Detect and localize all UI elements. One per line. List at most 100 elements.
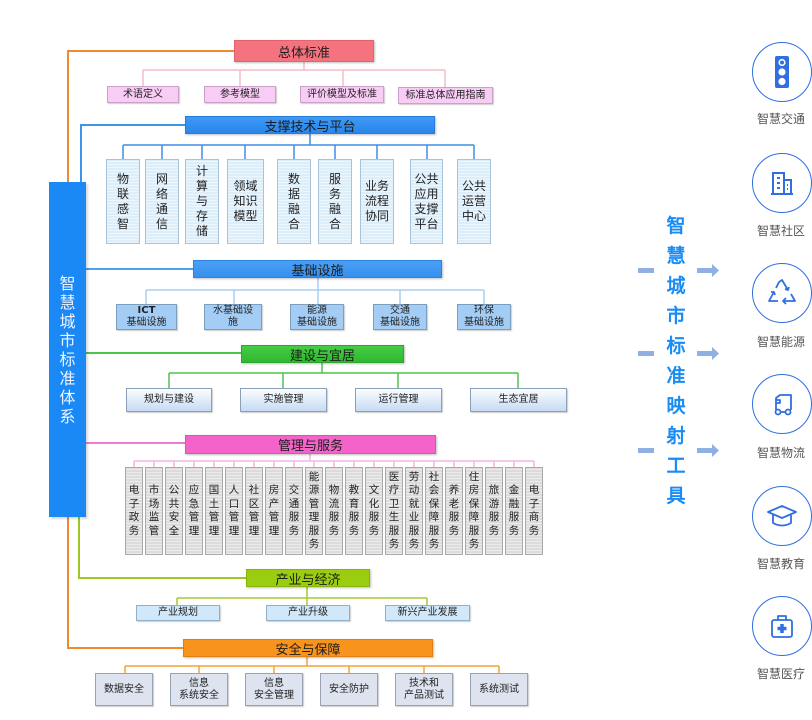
industry-sub-connectors	[176, 587, 428, 606]
construction-item: 实施管理	[240, 388, 327, 412]
security-item-line1: 信息	[264, 677, 284, 689]
management-item: 文化服务	[365, 467, 383, 555]
industry-item: 新兴产业发展	[385, 605, 470, 621]
infrastructure-item-line2: 基础设施	[297, 317, 337, 328]
infrastructure-item-line2: 基础设施	[380, 317, 420, 328]
management-item-label: 住房保障服务	[468, 470, 480, 551]
support-item: 服务融合	[318, 159, 352, 244]
infrastructure-sub-connectors	[145, 278, 485, 305]
section-infrastructure-header: 基础设施	[193, 260, 442, 279]
arrow-right-icon-3	[697, 444, 719, 457]
security-item: 技术和 产品测试	[395, 673, 453, 706]
management-item-label: 社区管理	[248, 484, 260, 537]
connector-industry	[78, 517, 246, 579]
application-label: 智慧教育	[756, 557, 805, 571]
application-item-education[interactable]: 智慧教育	[746, 486, 812, 572]
application-item-medical[interactable]: 智慧医疗	[746, 596, 812, 682]
security-item: 信息 安全管理	[245, 673, 303, 706]
support-item-label: 公共应用支撑平台	[414, 171, 439, 231]
dash-3	[638, 448, 654, 453]
management-item-label: 交通服务	[288, 484, 300, 537]
application-label: 智慧能源	[756, 335, 805, 349]
arrow-right-icon-1	[697, 264, 719, 277]
management-item: 金融服务	[505, 467, 523, 555]
section-security-header: 安全与保障	[183, 639, 433, 658]
support-item: 物联感智	[106, 159, 140, 244]
security-item: 信息 系统安全	[170, 673, 228, 706]
management-item-label: 电子政务	[128, 484, 140, 537]
application-item-logistics[interactable]: 智慧物流	[746, 374, 812, 461]
management-item: 人口管理	[225, 467, 243, 555]
infrastructure-item: 环保 基础设施	[457, 304, 511, 330]
management-item-label: 金融服务	[508, 484, 520, 537]
infrastructure-item-line2: 基础设施	[464, 317, 504, 328]
security-item-line2: 系统安全	[179, 689, 219, 701]
infrastructure-item-line1: 水基础设	[213, 305, 253, 316]
construction-item: 运行管理	[355, 388, 442, 412]
management-item-label: 物流服务	[328, 484, 340, 537]
support-item: 计算与存储	[185, 159, 219, 244]
security-item-line2: 安全管理	[254, 689, 294, 701]
security-item-line1: 信息	[189, 677, 209, 689]
management-item-label: 能源管理服务	[308, 470, 320, 551]
construction-sub-connectors	[168, 363, 519, 388]
main-title-bar: 智慧城市标准体系	[49, 182, 86, 517]
general-item: 标准总体应用指南	[398, 87, 493, 104]
mapping-arrows	[638, 264, 719, 457]
management-item: 养老服务	[445, 467, 463, 555]
traffic-light-icon	[752, 42, 812, 102]
support-item: 领域知识模型	[227, 159, 264, 244]
management-sub-connectors	[133, 454, 535, 467]
management-item-label: 旅游服务	[488, 484, 500, 537]
management-item-label: 市场监管	[148, 484, 160, 537]
section-construction-header: 建设与宜居	[241, 345, 404, 364]
support-item-label: 物联感智	[116, 171, 129, 231]
section-industry-header: 产业与经济	[246, 569, 370, 588]
construction-item: 生态宜居	[470, 388, 567, 412]
support-item: 业务流程协同	[360, 159, 394, 244]
management-item-label: 应急管理	[188, 484, 200, 537]
management-item-label: 房产管理	[268, 484, 280, 537]
general-item: 评价模型及标准	[300, 86, 384, 103]
management-item: 应急管理	[185, 467, 203, 555]
management-item: 医疗卫生服务	[385, 467, 403, 555]
management-item-label: 教育服务	[348, 484, 360, 537]
infrastructure-item-line1: 能源	[307, 305, 327, 316]
support-item: 网络通信	[145, 159, 179, 244]
management-item: 市场监管	[145, 467, 163, 555]
general-sub-connectors	[142, 62, 446, 87]
application-label: 智慧社区	[756, 224, 805, 238]
industry-item: 产业规划	[136, 605, 220, 621]
application-item-community[interactable]: 智慧社区	[746, 153, 812, 239]
support-item-label: 公共运营中心	[461, 179, 486, 223]
management-item: 电子政务	[125, 467, 143, 555]
section-general-header: 总体标准	[234, 40, 374, 62]
section-management-header: 管理与服务	[185, 435, 436, 454]
security-item: 数据安全	[95, 673, 153, 706]
management-item-label: 人口管理	[228, 484, 240, 537]
support-sub-connectors	[122, 133, 475, 159]
connector-general-security	[67, 50, 234, 649]
graduation-cap-icon	[752, 486, 812, 546]
application-item-traffic[interactable]: 智慧交通	[746, 42, 812, 127]
infrastructure-item: 水基础设 施	[204, 304, 262, 330]
management-item: 电子商务	[525, 467, 543, 555]
support-item-label: 数据融合	[287, 171, 300, 231]
construction-item: 规划与建设	[126, 388, 212, 412]
management-item: 社会保障服务	[425, 467, 443, 555]
support-item-label: 领域知识模型	[233, 179, 258, 223]
security-item-line1: 数据安全	[104, 683, 144, 695]
application-item-energy[interactable]: 智慧能源	[746, 263, 812, 350]
infrastructure-item-line1: ICT	[137, 305, 156, 316]
mapping-tool-label: 智慧城市标准映射工具	[666, 215, 686, 507]
support-item-label: 计算与存储	[195, 164, 208, 238]
management-item-label: 社会保障服务	[428, 470, 440, 551]
management-item-label: 电子商务	[528, 484, 540, 537]
management-item: 国土管理	[205, 467, 223, 555]
management-item-label: 养老服务	[448, 484, 460, 537]
recycle-icon	[752, 263, 812, 323]
dash-1	[638, 268, 654, 273]
application-label: 智慧交通	[756, 112, 805, 126]
infrastructure-item: ICT 基础设施	[116, 304, 177, 330]
